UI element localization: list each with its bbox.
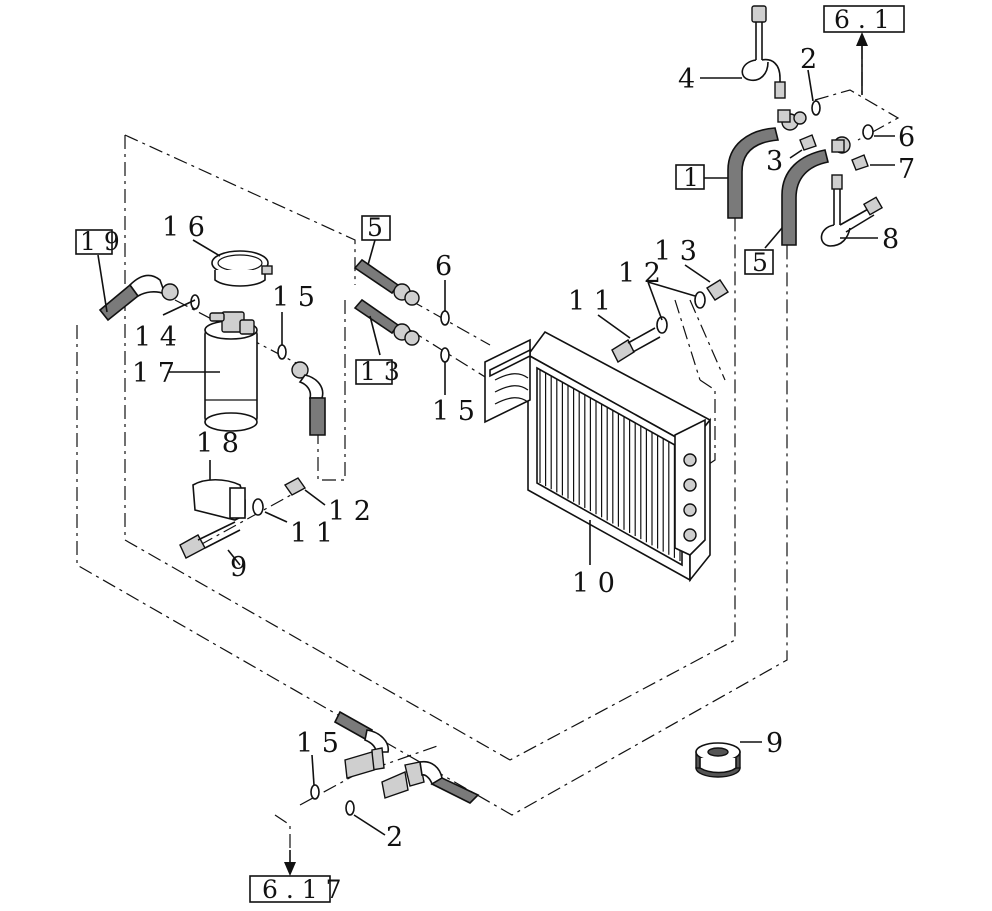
pipe-4: [700, 5, 786, 99]
callout-labels: 4 2 3 6 7 8 1 5 1 3 1 2 1 1 6 5 1 3 1 5 …: [80, 5, 915, 904]
hose-1: [702, 69, 821, 219]
callout-7: 7: [898, 154, 915, 185]
callout-5-right: 5: [752, 248, 768, 277]
callout-13-left: 1 2: [328, 496, 371, 527]
receiver-drier: [168, 311, 258, 432]
callout-9: 9: [766, 728, 783, 759]
hose-19: [97, 254, 200, 322]
assembly-lines: [76, 45, 900, 850]
callout-10: 1 0: [572, 568, 615, 599]
evaporator-core: [484, 330, 712, 583]
lower-hoses: [310, 710, 480, 836]
callout-19: 1 9: [80, 227, 120, 256]
callout-1: 1: [683, 163, 699, 192]
callout-2-top: 2: [800, 44, 817, 75]
callout-5-center: 5: [367, 213, 383, 242]
callout-16: 1 6: [162, 212, 205, 243]
mounting-bracket: [179, 460, 326, 566]
callout-12-right: 1 2: [618, 258, 661, 289]
reference-6-17: 6 . 1 7: [262, 875, 342, 904]
callout-3: 3: [766, 146, 783, 177]
callout-15-left: 1 4: [134, 322, 177, 353]
hose-5-right: [764, 124, 895, 249]
callout-15-bottom: 1 5: [296, 728, 339, 759]
grommet: [695, 741, 762, 778]
callout-18: 1 8: [196, 428, 239, 459]
callout-17: 1 7: [132, 358, 175, 389]
hose-clamp: [192, 239, 273, 287]
callout-15-hose: 1 5: [272, 282, 315, 313]
reference-6-1: 6 . 1: [834, 5, 890, 34]
callout-11-left: 9: [230, 552, 247, 583]
callout-13-right: 1 3: [654, 236, 697, 267]
pipe-8: [820, 174, 884, 247]
callout-11-right: 1 1: [568, 286, 611, 317]
callout-8: 8: [882, 224, 899, 255]
evaporator-fasteners: [597, 264, 729, 364]
callout-15-center: 1 5: [432, 396, 475, 427]
callout-4: 4: [678, 64, 695, 95]
callout-12-left: 1 1: [290, 518, 333, 549]
callout-2-bottom: 2: [386, 822, 403, 853]
callout-14: 1 3: [360, 357, 400, 386]
hose-5-and-14: [353, 239, 450, 395]
callout-6-center: 6: [435, 251, 452, 282]
hose-15-upper: [162, 299, 326, 436]
callout-6-right: 6: [898, 122, 915, 153]
reference-boxes: [75, 5, 905, 903]
